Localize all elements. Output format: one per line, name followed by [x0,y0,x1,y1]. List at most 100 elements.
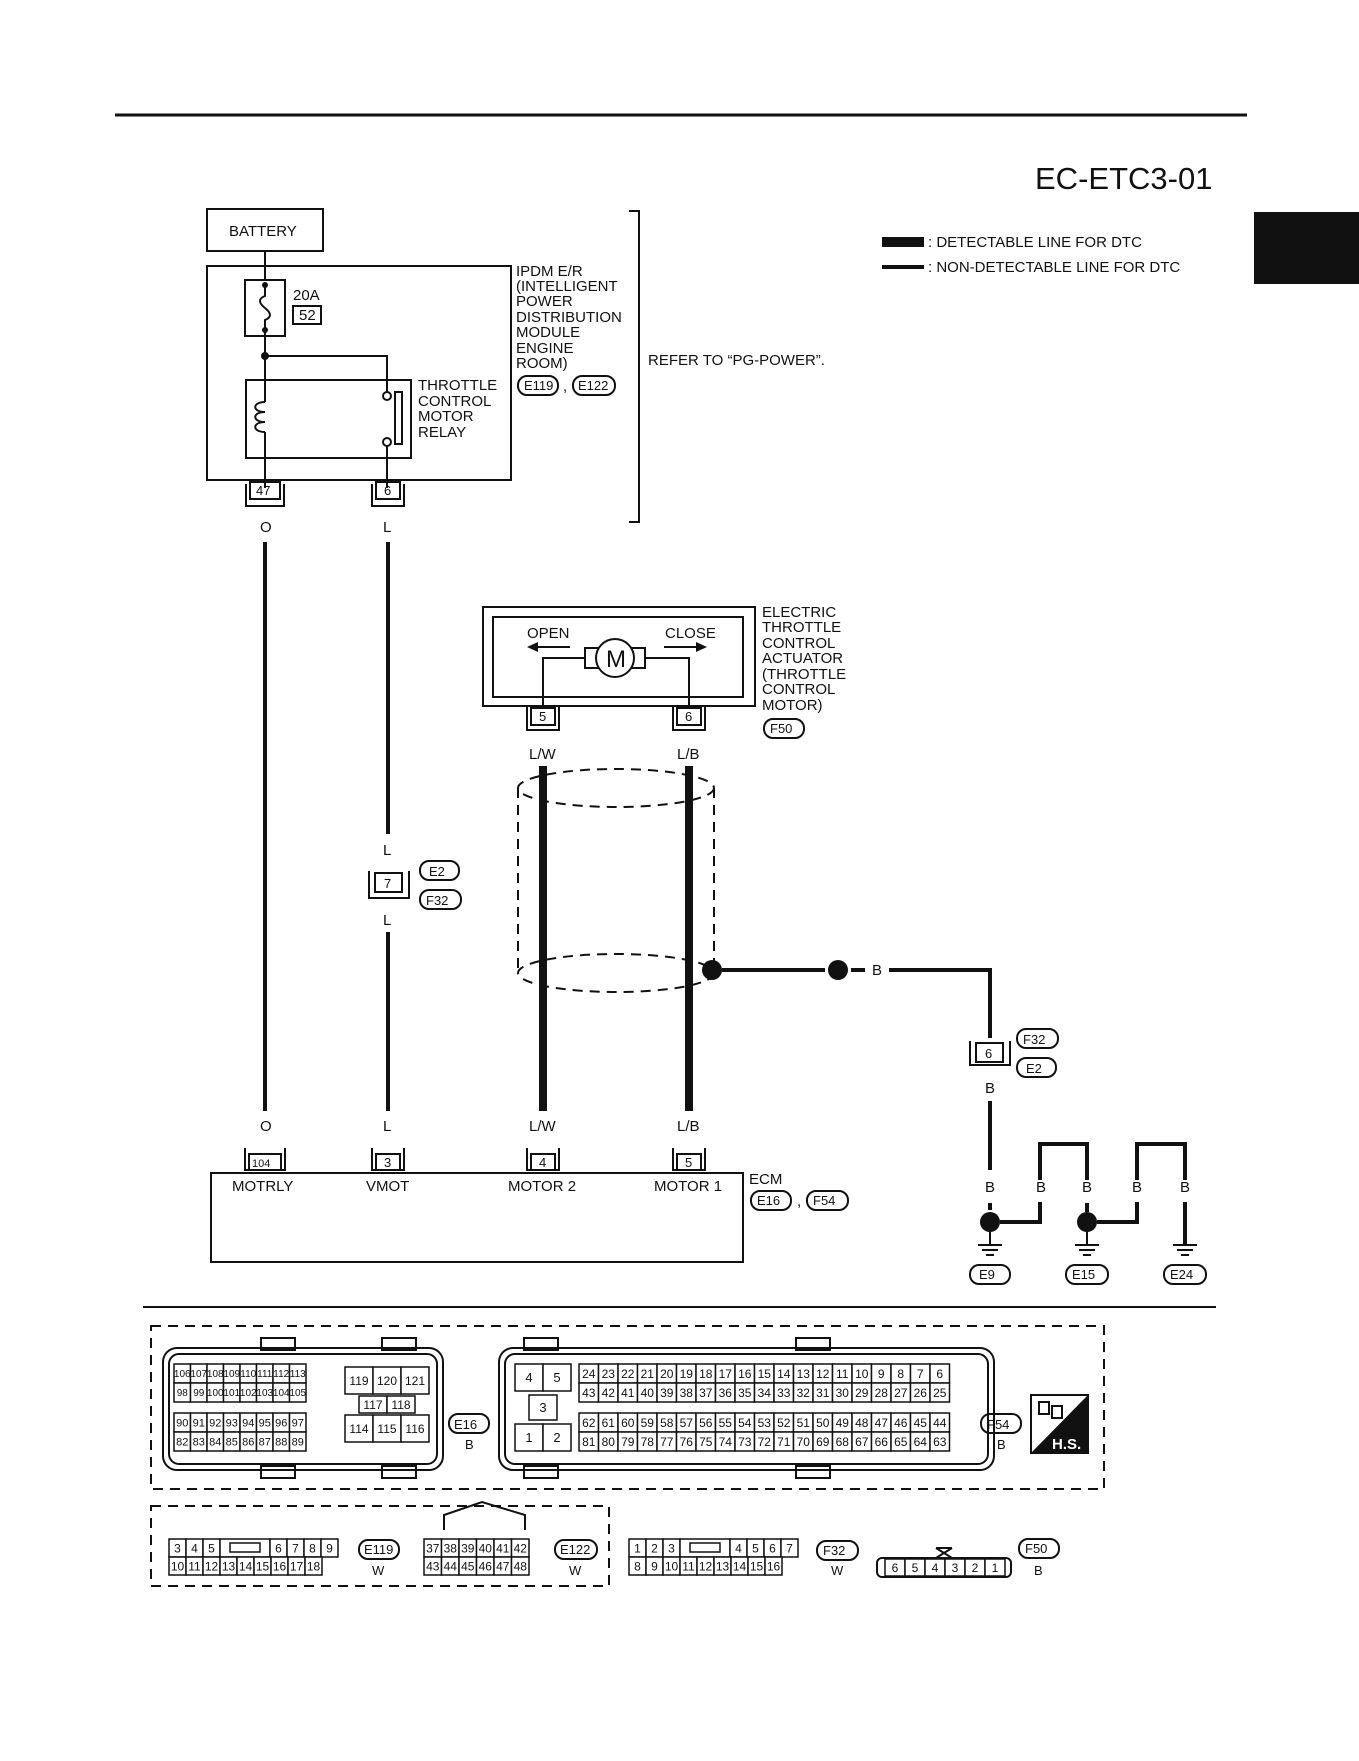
actuator-inner-box [492,616,744,698]
svg-text:L: L [383,912,391,929]
pin-number: 71 [777,1435,791,1449]
pin-number: 73 [738,1435,752,1449]
pin-number: 82 [176,1436,188,1448]
pin-jc-6 [975,1042,1004,1063]
pin-number: 110 [240,1369,256,1380]
pin-cell [514,1423,544,1452]
pin-number: 37 [699,1386,713,1400]
ipdm-box [206,265,512,481]
svg-text:B: B [985,1080,995,1097]
pin-cell [320,1538,339,1558]
pin-number: 111 [257,1369,273,1380]
f50-color: B [1034,1563,1043,1578]
pin-number: 5 [208,1541,215,1555]
jc-e2-ground-label: E2 [1026,1061,1042,1076]
pin-number: 45 [914,1416,928,1430]
pin-number: 74 [719,1435,733,1449]
pin-ipdm-47 [249,481,281,500]
pin-number: 7 [917,1367,924,1381]
pin-number: 118 [391,1398,410,1412]
pin-cell [514,1363,544,1392]
pin-number: 17 [719,1367,733,1381]
pin-cell [386,1395,416,1414]
pin-ecm-104 [248,1153,282,1171]
pin-number: 112 [273,1369,289,1380]
pin-number: 10 [855,1367,869,1381]
pin-number: 98 [177,1388,189,1399]
svg-text:104: 104 [252,1158,270,1170]
pin-number: 43 [582,1386,596,1400]
pin-number: 1 [525,1430,532,1445]
pin-number: 4 [932,1561,939,1575]
ipdm-connector-frame [150,1505,610,1587]
pin-number: 67 [855,1435,869,1449]
pin-number: 70 [797,1435,811,1449]
pin-number: 15 [750,1559,764,1573]
fuse-number: 52 [299,307,316,324]
e16-housing [162,1347,444,1471]
pin-number: 41 [496,1541,510,1555]
pin-number: 45 [461,1559,475,1573]
pin-number: 39 [461,1541,475,1555]
pin-number: 37 [426,1541,440,1555]
pin-number: 99 [193,1388,205,1399]
pin-number: 116 [405,1422,424,1436]
pin-cell [780,1538,799,1558]
ground-e24: E24 [1170,1267,1193,1282]
e16-color: B [465,1437,474,1452]
jc-e2-label: E2 [429,864,445,879]
pin-number: 93 [226,1417,238,1429]
pin-number: 89 [292,1436,304,1448]
ecm-connector-frame [150,1325,1105,1490]
pin-number: 6 [769,1541,776,1555]
svg-text:O: O [260,1118,272,1135]
svg-text:B: B [1180,1179,1190,1196]
pin-number: 29 [855,1386,869,1400]
pin-number: 44 [933,1416,947,1430]
pin-number: 109 [223,1369,240,1380]
actuator-label: ELECTRIC THROTTLE CONTROL ACTUATOR (THRO… [762,604,850,714]
pin-number: 101 [223,1388,240,1399]
svg-text:47: 47 [256,483,270,498]
ground-symbols [978,1244,1197,1256]
ecm-connector-f54: F54 [813,1193,835,1208]
pin-cell [542,1363,572,1392]
pin-number: 78 [641,1435,655,1449]
pin-number: 86 [242,1436,254,1448]
pin-cell [528,1394,558,1421]
pin-number: 2 [651,1541,658,1555]
pin-cell [400,1366,430,1395]
pin-number: 85 [226,1436,238,1448]
pin-number: 30 [836,1386,850,1400]
pin-number: 113 [290,1369,306,1380]
pin-number: 69 [816,1435,830,1449]
f32-connector-id: F32 [823,1543,845,1558]
svg-text:L: L [383,519,391,536]
pin-number: 55 [719,1416,733,1430]
pin-number: 61 [602,1416,616,1430]
pin-number: 7 [786,1541,793,1555]
pin-number: 26 [914,1386,928,1400]
ipdm-label: IPDM E/R (INTELLIGENT POWER DISTRIBUTION… [516,263,626,372]
svg-text:B: B [985,1179,995,1196]
pin-number: 49 [836,1416,850,1430]
pin-number: 50 [816,1416,830,1430]
pin-number: 103 [256,1388,273,1399]
pin-number: 2 [972,1561,979,1575]
pin-number: 9 [651,1559,658,1573]
pin-number: 48 [855,1416,869,1430]
pin-number: 6 [892,1561,899,1575]
pin-number: 62 [582,1416,596,1430]
svg-text:L/B: L/B [677,1118,700,1135]
pin-number: 75 [699,1435,713,1449]
pin-cell [288,1382,307,1403]
svg-text:L/W: L/W [529,1118,557,1135]
pin-number: 72 [758,1435,772,1449]
ipdm-connector-e122: E122 [578,378,608,393]
pin-number: 42 [514,1541,528,1555]
pin-cell [372,1414,402,1443]
pin-number: 47 [875,1416,889,1430]
pin-number: 5 [912,1561,919,1575]
e16-connector-id: E16 [454,1417,477,1432]
pin-cell [510,1556,530,1576]
